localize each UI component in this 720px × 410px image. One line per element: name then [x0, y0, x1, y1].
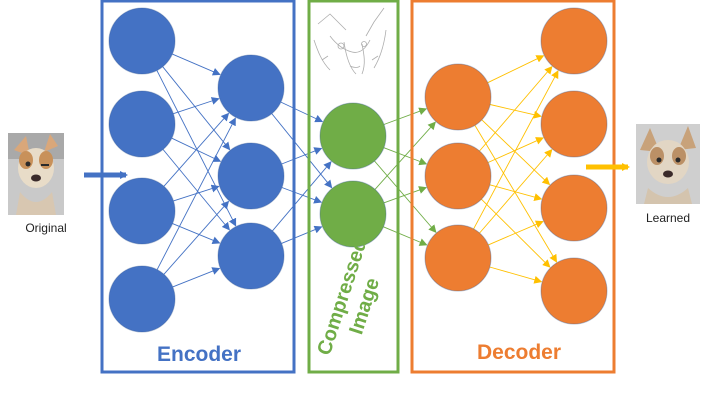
connection-encoder-input-2-to-1 — [173, 97, 220, 115]
compressed-box — [307, 0, 400, 374]
node-encoder-hidden-2 — [217, 142, 285, 210]
connection-encoder-input-1-to-2 — [162, 66, 231, 151]
connection-decoder-hidden-1-to-1 — [487, 55, 545, 84]
node-code-2 — [319, 180, 387, 248]
connection-decoder-hidden-2-to-4 — [481, 198, 551, 268]
decoder-label: Decoder — [477, 341, 561, 364]
node-decoder-output-4 — [540, 257, 608, 325]
node-encoder-input-3 — [108, 177, 176, 245]
network-nodes — [108, 7, 608, 333]
connection-decoder-hidden-1-to-4 — [474, 125, 558, 263]
connection-decoder-hidden-3-to-1 — [473, 70, 559, 230]
connection-encoder-input-4-to-1 — [156, 117, 236, 270]
connection-encoder-hidden-1-to-2 — [271, 113, 333, 189]
node-decoder-hidden-3 — [424, 224, 492, 292]
connection-encoder-hidden-2-to-1 — [281, 147, 323, 165]
network-connections — [156, 53, 559, 288]
connection-encoder-input-1-to-3 — [156, 70, 237, 227]
connection-decoder-hidden-3-to-2 — [479, 148, 553, 234]
node-encoder-input-4 — [108, 265, 176, 333]
node-encoder-input-2 — [108, 90, 176, 158]
connection-encoder-input-3-to-1 — [163, 112, 230, 187]
encoder-label: Encoder — [157, 343, 241, 366]
encoder-box — [100, 0, 296, 374]
connection-code-2-to-3 — [383, 226, 428, 246]
connection-encoder-hidden-3-to-1 — [272, 161, 332, 232]
learned-photo — [636, 124, 700, 204]
connection-encoder-hidden-1-to-1 — [280, 101, 324, 123]
connection-code-2-to-1 — [374, 121, 436, 190]
connection-code-1-to-2 — [383, 147, 428, 166]
connection-encoder-input-3-to-2 — [173, 184, 220, 202]
node-decoder-hidden-2 — [424, 142, 492, 210]
connection-decoder-hidden-2-to-1 — [479, 65, 553, 152]
connection-encoder-input-1-to-1 — [172, 53, 221, 76]
node-encoder-hidden-3 — [217, 222, 285, 290]
node-code-1 — [319, 102, 387, 170]
node-decoder-output-3 — [540, 174, 608, 242]
node-decoder-output-2 — [540, 90, 608, 158]
connection-code-1-to-3 — [374, 160, 437, 234]
node-decoder-output-1 — [540, 7, 608, 75]
learned-label: Learned — [646, 211, 690, 225]
connection-encoder-input-2-to-2 — [171, 137, 222, 162]
connection-encoder-input-4-to-2 — [163, 200, 230, 275]
connection-decoder-hidden-3-to-3 — [488, 220, 544, 246]
original-photo — [8, 133, 64, 215]
connection-encoder-input-4-to-3 — [172, 267, 221, 288]
connection-code-1-to-1 — [383, 107, 428, 125]
connection-encoder-input-2-to-3 — [162, 149, 230, 231]
node-encoder-hidden-1 — [217, 54, 285, 122]
original-label: Original — [25, 221, 66, 235]
node-encoder-input-1 — [108, 7, 176, 75]
chihuahua-sketch-icon — [313, 7, 387, 75]
connection-encoder-hidden-2-to-2 — [281, 187, 323, 204]
connection-code-2-to-2 — [383, 186, 427, 204]
node-decoder-hidden-1 — [424, 63, 492, 131]
decoder-box — [410, 0, 616, 374]
connection-decoder-hidden-3-to-4 — [489, 266, 543, 284]
connection-encoder-input-3-to-3 — [172, 223, 221, 245]
connection-encoder-hidden-3-to-2 — [281, 225, 323, 244]
compressed-image-label: Compressed Image — [313, 236, 384, 358]
